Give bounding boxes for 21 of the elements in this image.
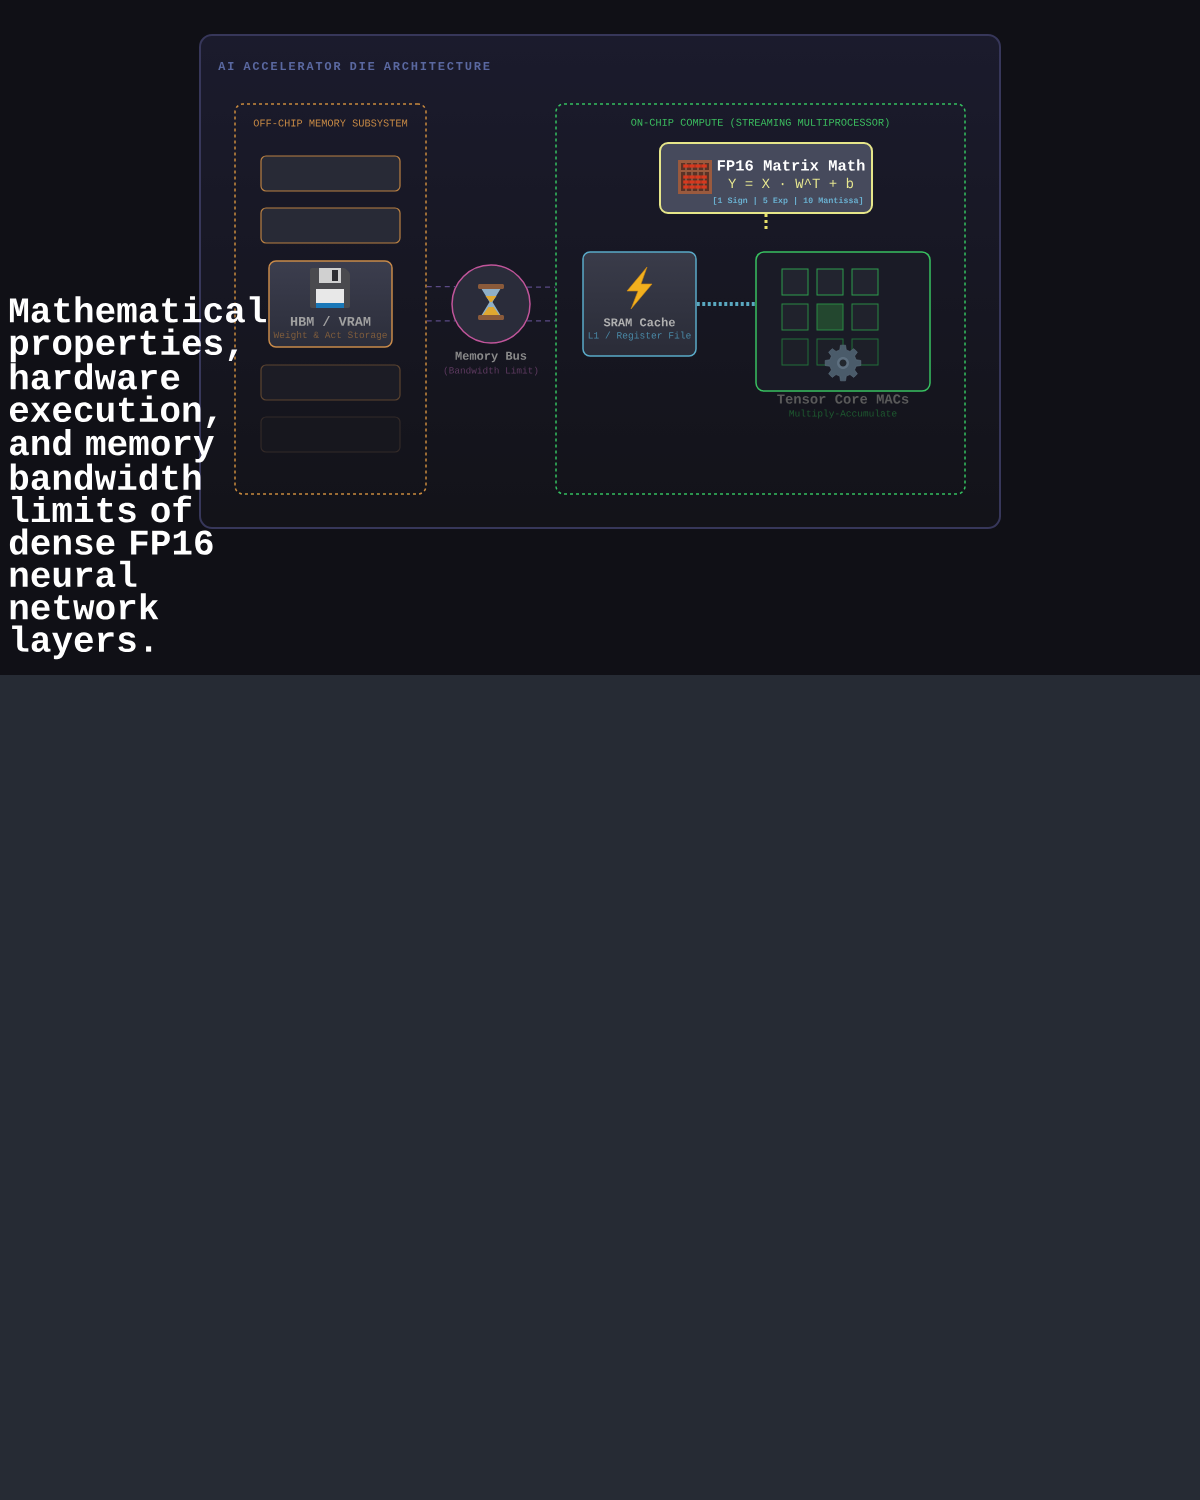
node-label: Tensor Core MACs <box>777 394 909 404</box>
node-sublabel: Multiply-Accumulate <box>789 409 897 419</box>
diagram-heading: AI ACCELERATOR DIE ARCHITECTURE <box>218 61 490 71</box>
formula-card: FP16 Matrix Math Y = X · W^T + b [1 Sign | 5 Exp | 10 Mantissa] <box>659 142 873 214</box>
cache-card: SRAM Cache L1 / Register File <box>582 251 697 357</box>
node-label: Memory Bus <box>455 351 527 363</box>
node-sublabel: (Bandwidth Limit) <box>444 366 538 376</box>
connector-line <box>526 320 556 322</box>
memory-slot <box>260 416 401 453</box>
group-heading: OFF-CHIP MEMORY SUBSYSTEM <box>253 119 408 127</box>
page-title: Mathematical properties, hardware execution, and memory bandwidth limits of dense FP16 neural network layers. <box>9 296 266 660</box>
memory-slot <box>260 207 401 244</box>
memory-card: HBM / VRAM Weight & Act Storage <box>268 260 393 348</box>
memory-slot <box>260 364 401 401</box>
connector-line <box>696 302 756 306</box>
connector-line <box>526 286 556 288</box>
connector-line <box>426 320 456 322</box>
memory-slot <box>260 155 401 192</box>
group-heading: ON-CHIP COMPUTE (STREAMING MULTIPROCESSOR) <box>631 118 889 128</box>
connector-line <box>764 214 768 230</box>
connector-line <box>426 285 456 288</box>
